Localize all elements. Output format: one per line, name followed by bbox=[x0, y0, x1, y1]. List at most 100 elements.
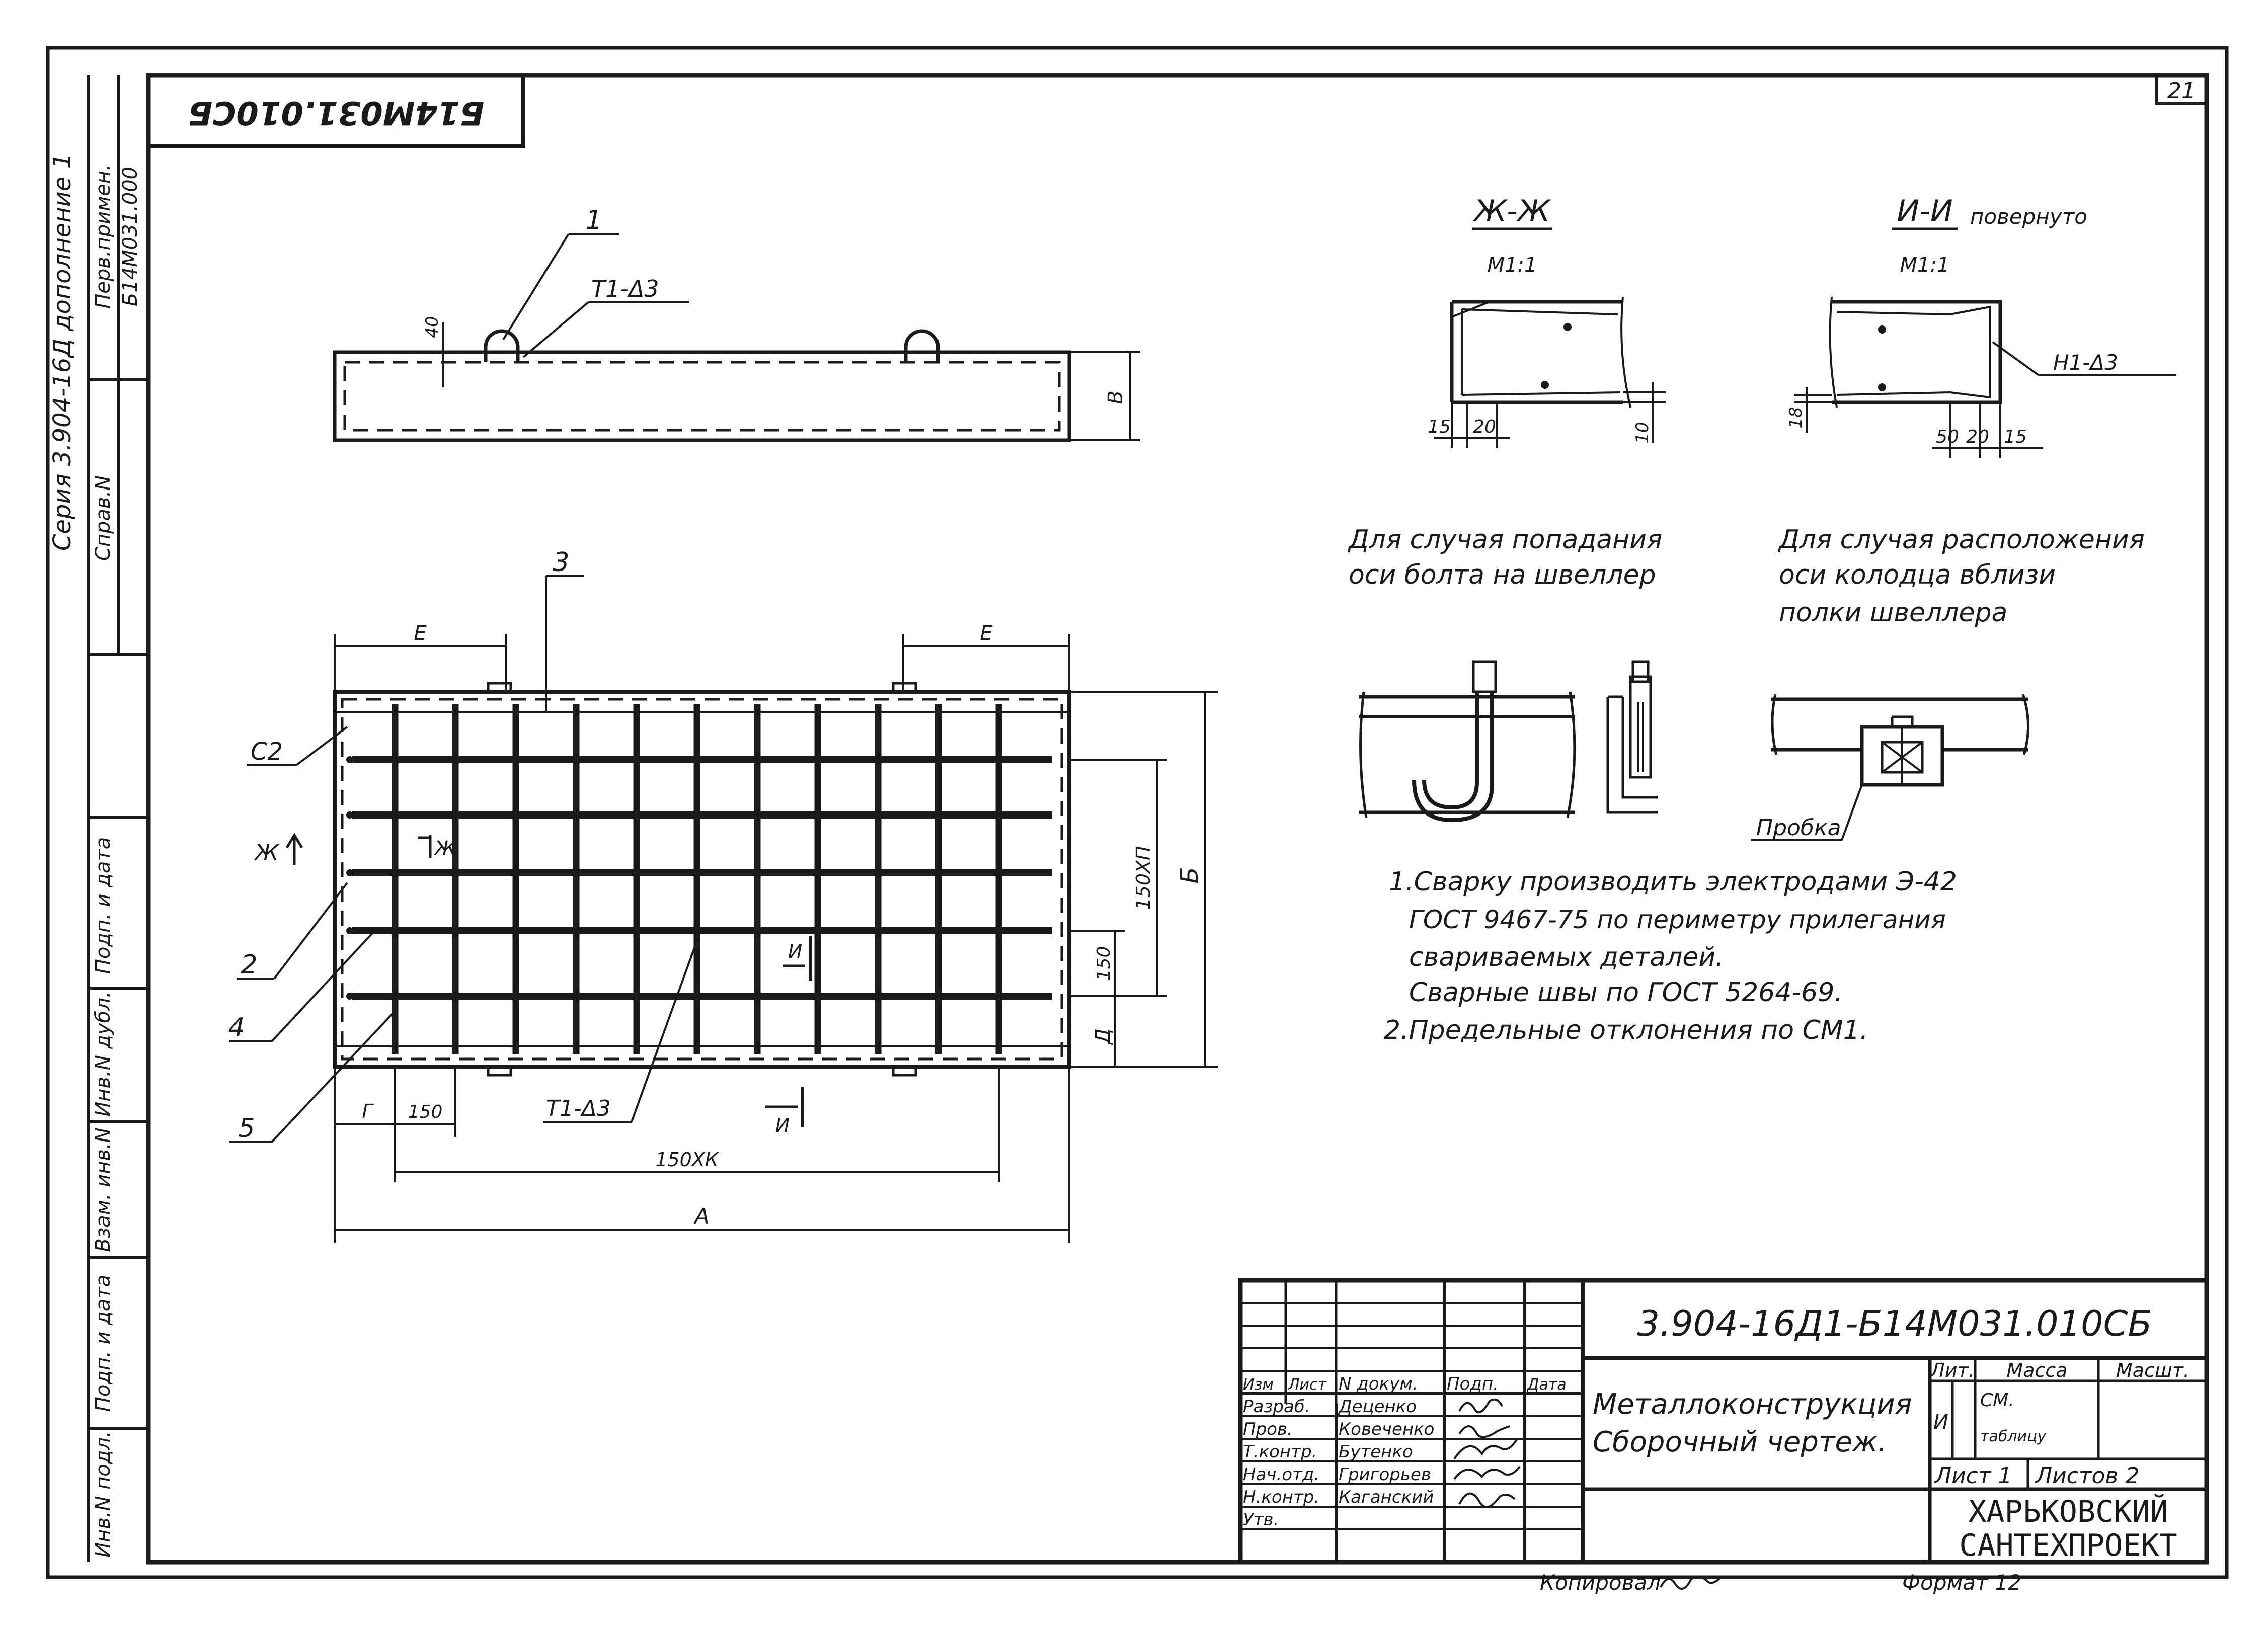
tb-sheet-label: Лист 1 bbox=[1934, 1463, 2012, 1489]
section-zh-title: Ж-Ж bbox=[1472, 194, 1551, 229]
tb-row-name-2: Ковеченко bbox=[1339, 1419, 1434, 1439]
tb-name-line-2: Сборочный чертеж. bbox=[1593, 1426, 1887, 1458]
plan-dim-150-bottom: 150 bbox=[408, 1102, 443, 1122]
tb-row-role-3: Т.контр. bbox=[1243, 1442, 1317, 1462]
field-podp-data-2: Подп. и дата bbox=[92, 1275, 115, 1412]
section-i-title: И-И bbox=[1897, 194, 1952, 229]
bolt-detail-sketch bbox=[1359, 660, 1658, 823]
series-label: Серия 3.904-16Д дополнение 1 bbox=[48, 153, 76, 551]
top-dim-40: 40 bbox=[422, 316, 442, 338]
tb-mass-value-2: таблицу bbox=[1980, 1428, 2047, 1445]
section-i-d18: 18 bbox=[1786, 406, 1806, 428]
field-inv-dubl: Инв.N дубл. bbox=[92, 991, 115, 1116]
probka-label: Пробка bbox=[1756, 815, 1841, 841]
vertical-bars bbox=[392, 704, 1002, 1054]
plan-section-zh-mid: Ж bbox=[433, 837, 457, 860]
tb-org-line-1: ХАРЬКОВСКИЙ bbox=[1968, 1493, 2168, 1529]
stamp-rotated: Б14М031.010СБ bbox=[188, 94, 485, 131]
section-i-scale: М1:1 bbox=[1900, 254, 1950, 277]
plan-weld: Т1-Δ3 bbox=[546, 1096, 611, 1121]
plan-pos-5: 5 bbox=[238, 1113, 255, 1144]
plan-dim-a: А bbox=[693, 1204, 710, 1229]
tb-doc-code: 3.904-16Д1-Б14М031.010СБ bbox=[1637, 1303, 2152, 1344]
tb-row-role-4: Нач.отд. bbox=[1243, 1464, 1319, 1485]
top-dim-b: В bbox=[1104, 390, 1127, 404]
top-weld: Т1-Δ3 bbox=[591, 275, 659, 302]
tb-sheets-label: Листов 2 bbox=[2035, 1463, 2139, 1489]
plan-section-zh-left: Ж bbox=[253, 840, 279, 866]
tb-row-name-5: Каганский bbox=[1339, 1487, 1434, 1507]
perv-primen-value: Б14М031.000 bbox=[119, 167, 142, 306]
section-zh-d10: 10 bbox=[1632, 422, 1653, 443]
probka-detail-sketch: Пробка bbox=[1751, 694, 2029, 841]
weld-dots bbox=[346, 756, 821, 1000]
note-line-5: 2.Предельные отклонения по СМ1. bbox=[1384, 1015, 1868, 1045]
section-i-weld: Н1-Δ3 bbox=[2053, 350, 2118, 375]
tb-row-role-2: Пров. bbox=[1243, 1419, 1293, 1439]
plan-dim-d: Д bbox=[1091, 1028, 1115, 1045]
section-zh-d20: 20 bbox=[1473, 417, 1496, 437]
section-zh-scale: М1:1 bbox=[1488, 254, 1537, 277]
tb-header-ndokum: N докум. bbox=[1339, 1374, 1418, 1394]
title-block: 3.904-16Д1-Б14М031.010СБ Изм Лист N доку… bbox=[1238, 1278, 2209, 1565]
stamp-box bbox=[146, 73, 525, 148]
plan-pos-c2: С2 bbox=[251, 738, 283, 766]
signatures bbox=[1453, 1398, 1521, 1508]
field-podp-data-1: Подп. и дата bbox=[92, 837, 115, 974]
footer-signature bbox=[1660, 1575, 1722, 1590]
plan-dim-e-right: Е bbox=[980, 622, 993, 645]
section-i-d20: 20 bbox=[1966, 427, 1989, 447]
page-number: 21 bbox=[2167, 78, 2196, 104]
section-i-d50: 50 bbox=[1936, 427, 1959, 447]
plan-dim-e-left: Е bbox=[414, 622, 427, 645]
plan-pos-3: 3 bbox=[553, 547, 569, 578]
tb-header-data: Дата bbox=[1526, 1376, 1567, 1394]
tb-row-name-3: Бутенко bbox=[1339, 1442, 1413, 1462]
tb-row-name-1: Деценко bbox=[1338, 1397, 1417, 1417]
tb-row-role-1: Разраб. bbox=[1243, 1397, 1310, 1417]
tb-header-list: Лист bbox=[1288, 1376, 1327, 1394]
note-line-2: ГОСТ 9467-75 по периметру прилегания bbox=[1409, 905, 1946, 934]
outer-frame bbox=[46, 46, 2229, 1579]
tb-name-line-1: Металлоконструкция bbox=[1593, 1388, 1912, 1421]
tb-header-podp: Подп. bbox=[1447, 1374, 1499, 1394]
tb-mass-label: Масса bbox=[2006, 1359, 2067, 1381]
case-well-line-3: полки швеллера bbox=[1779, 598, 2007, 628]
tb-row-role-5: Н.контр. bbox=[1243, 1487, 1319, 1507]
left-strip: Серия 3.904-16Д дополнение 1 Перв.примен… bbox=[48, 75, 148, 1562]
case-bolt-line-1: Для случая попадания bbox=[1348, 525, 1662, 555]
top-view: 40 1 Т1-Δ3 В bbox=[333, 205, 1140, 442]
tb-lit-label: Лит. bbox=[1929, 1359, 1975, 1381]
case-well-line-2: оси колодца вблизи bbox=[1779, 560, 2056, 590]
section-zh: Ж-Ж М1:1 15 20 10 bbox=[1428, 194, 1666, 448]
field-inv-podl: Инв.N подл. bbox=[92, 1431, 115, 1558]
tb-mass-value-1: СМ. bbox=[1980, 1390, 2014, 1411]
tb-row-role-6: Утв. bbox=[1243, 1510, 1279, 1530]
perv-primen-label: Перв.примен. bbox=[92, 164, 115, 309]
plan-dim-150-right: 150 bbox=[1093, 946, 1114, 981]
section-i-d15: 15 bbox=[2004, 427, 2027, 447]
plan-section-i-top: И bbox=[788, 941, 802, 963]
tb-header-izm: Изм bbox=[1243, 1376, 1274, 1394]
plan-dim-150xn: 150ХП bbox=[1132, 846, 1154, 910]
sprav-label: Справ.N bbox=[92, 475, 115, 561]
plan-pos-2: 2 bbox=[241, 950, 257, 980]
top-pos-1: 1 bbox=[585, 205, 602, 235]
footer-format: Формат 12 bbox=[1902, 1570, 2021, 1595]
plan-dim-b-cap: Б bbox=[1176, 867, 1204, 884]
plan-dim-150xk: 150ХК bbox=[655, 1149, 720, 1171]
tb-row-name-4: Григорьев bbox=[1339, 1464, 1431, 1485]
plan-view: Е Е 3 С2 2 4 5 Ж Ж И И Б bbox=[228, 547, 1218, 1243]
case-bolt-line-2: оси болта на швеллер bbox=[1349, 560, 1656, 590]
tb-org-line-2: САНТЕХПРОЕКТ bbox=[1959, 1528, 2177, 1563]
plan-section-i-bottom: И bbox=[775, 1114, 790, 1136]
tb-lit-value: И bbox=[1933, 1411, 1948, 1434]
plan-pos-4: 4 bbox=[228, 1013, 245, 1043]
horizontal-bars bbox=[352, 756, 1052, 1000]
field-vzam-inv: Взам. инв.N bbox=[92, 1127, 115, 1252]
tb-scale-label: Масшт. bbox=[2116, 1359, 2189, 1381]
note-line-4: Сварные швы по ГОСТ 5264-69. bbox=[1409, 978, 1843, 1008]
section-i: И-И повернуто М1:1 Н1-Δ3 18 50 20 15 bbox=[1786, 194, 2176, 458]
section-zh-d15: 15 bbox=[1428, 417, 1451, 437]
